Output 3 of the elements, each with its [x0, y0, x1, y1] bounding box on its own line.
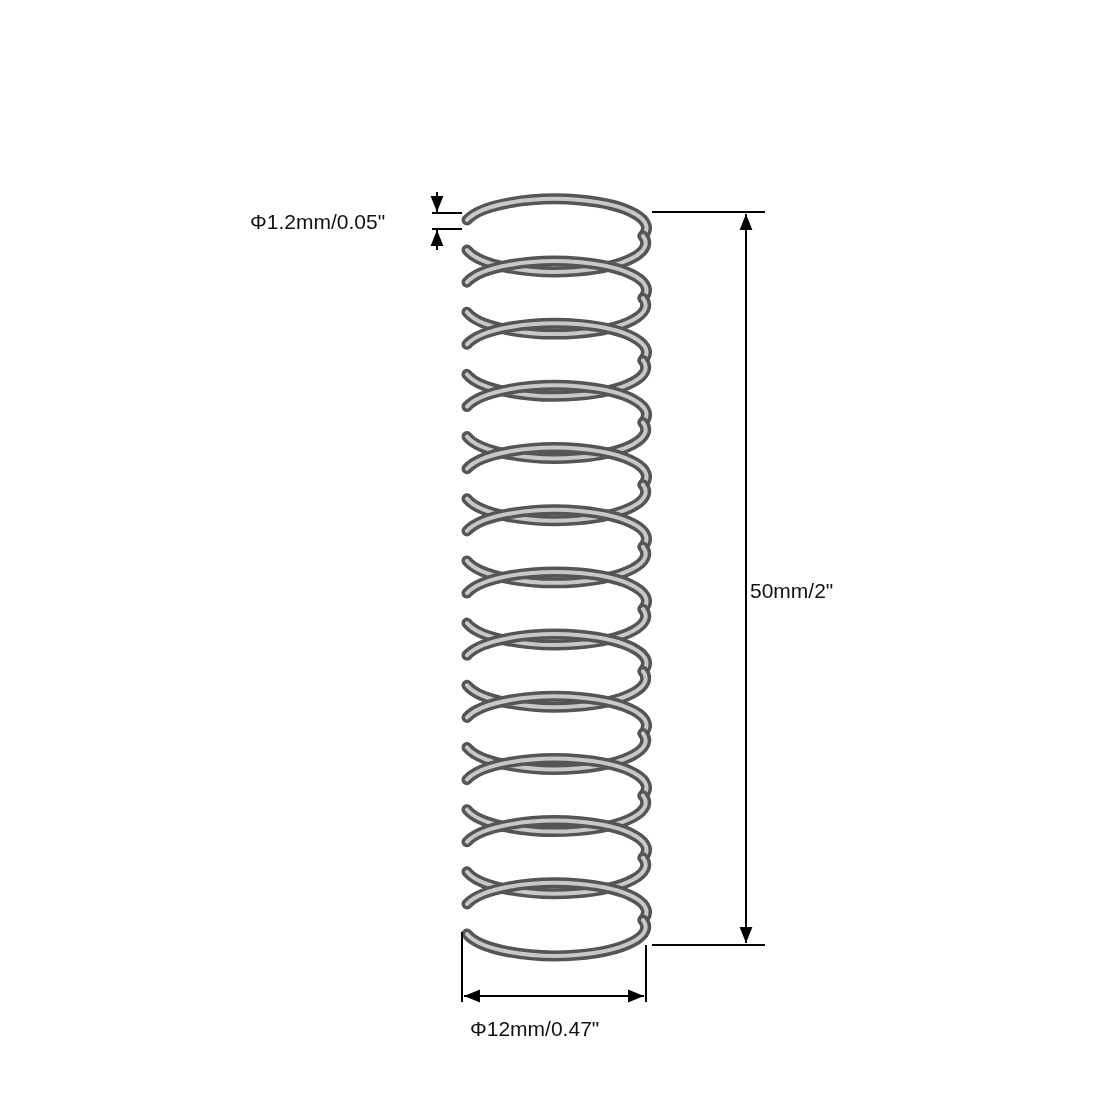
dimension-label: 50mm/2": [750, 580, 834, 601]
dimension-label: Φ1.2mm/0.05": [250, 211, 386, 232]
dimension-label: Φ12mm/0.47": [470, 1018, 600, 1039]
